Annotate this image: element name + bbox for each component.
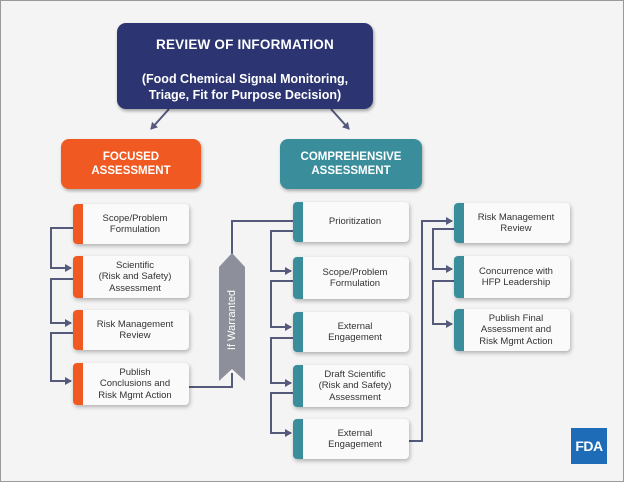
fda-logo-text: FDA [575, 438, 603, 454]
final-step-bar [454, 309, 464, 351]
comprehensive-step-draft-scientific: Draft Scientific (Risk and Safety) Asses… [293, 365, 409, 407]
focused-step-publish: Publish Conclusions and Risk Mgmt Action [73, 363, 189, 405]
review-of-information-box: REVIEW OF INFORMATION (Food Chemical Sig… [117, 23, 373, 109]
focused-step-scientific: Scientific (Risk and Safety) Assessment [73, 256, 189, 298]
arrow-comp-1-2 [270, 230, 293, 275]
final-step-concurrence: Concurrence with HFP Leadership [454, 256, 570, 298]
comprehensive-assessment-label: COMPREHENSIVE ASSESSMENT [300, 151, 402, 177]
if-warranted-label-wrap: If Warranted [219, 267, 245, 373]
fda-logo: FDA [571, 428, 607, 464]
comprehensive-step-label: External Engagement [328, 427, 382, 451]
final-step-risk-review: Risk Management Review [454, 203, 570, 243]
focused-assessment-header: FOCUSED ASSESSMENT [61, 139, 201, 189]
focused-step-bar [73, 363, 83, 405]
final-step-publish: Publish Final Assessment and Risk Mgmt A… [454, 309, 570, 351]
line-warranted-to-prioritization [231, 220, 293, 259]
final-step-label: Publish Final Assessment and Risk Mgmt A… [479, 312, 553, 347]
review-title: REVIEW OF INFORMATION [156, 37, 334, 52]
arrow-focused-3-4 [50, 332, 73, 385]
comprehensive-step-bar [293, 419, 303, 459]
focused-assessment-label: FOCUSED ASSESSMENT [91, 151, 171, 177]
comprehensive-assessment-header: COMPREHENSIVE ASSESSMENT [280, 139, 422, 189]
arrow-focused-2-3 [50, 278, 73, 327]
comprehensive-step-prioritization: Prioritization [293, 202, 409, 242]
focused-step-bar [73, 310, 83, 350]
focused-step-bar [73, 256, 83, 298]
comprehensive-step-label: Draft Scientific (Risk and Safety) Asses… [318, 368, 392, 403]
final-step-bar [454, 256, 464, 298]
arrow-final-1-2 [432, 228, 454, 273]
arrow-comp-4-5 [270, 392, 293, 437]
comprehensive-step-external-2: External Engagement [293, 419, 409, 459]
focused-step-label: Publish Conclusions and Risk Mgmt Action [98, 366, 172, 401]
comprehensive-step-bar [293, 202, 303, 242]
comprehensive-step-external-1: External Engagement [293, 312, 409, 352]
comprehensive-step-label: Prioritization [328, 216, 382, 228]
arrow-top-to-focused [150, 108, 170, 130]
final-step-label: Risk Management Review [477, 211, 555, 235]
comprehensive-step-scope: Scope/Problem Formulation [293, 257, 409, 299]
if-warranted-label: If Warranted [226, 289, 238, 351]
final-step-bar [454, 203, 464, 243]
comprehensive-step-label: Scope/Problem Formulation [322, 266, 388, 290]
arrow-top-to-comprehensive [330, 108, 350, 130]
focused-step-label: Scientific (Risk and Safety) Assessment [98, 259, 172, 294]
comprehensive-step-bar [293, 257, 303, 299]
arrow-focused-1-2 [50, 227, 73, 272]
line-focused-to-warranted [189, 373, 233, 388]
focused-step-label: Risk Management Review [96, 318, 174, 342]
comprehensive-step-label: External Engagement [328, 320, 382, 344]
arrow-comp-2-3 [270, 280, 293, 331]
focused-step-bar [73, 204, 83, 244]
focused-step-label: Scope/Problem Formulation [102, 212, 168, 236]
arrow-comp-3-4 [270, 337, 293, 387]
if-warranted-connector [219, 253, 245, 381]
review-subtitle: (Food Chemical Signal Monitoring, Triage… [141, 72, 349, 102]
comprehensive-step-bar [293, 312, 303, 352]
focused-step-scope: Scope/Problem Formulation [73, 204, 189, 244]
final-step-label: Concurrence with HFP Leadership [479, 265, 553, 289]
comprehensive-step-bar [293, 365, 303, 407]
focused-step-risk-review: Risk Management Review [73, 310, 189, 350]
arrow-comp-to-final [409, 217, 453, 442]
arrow-final-2-3 [432, 280, 454, 328]
